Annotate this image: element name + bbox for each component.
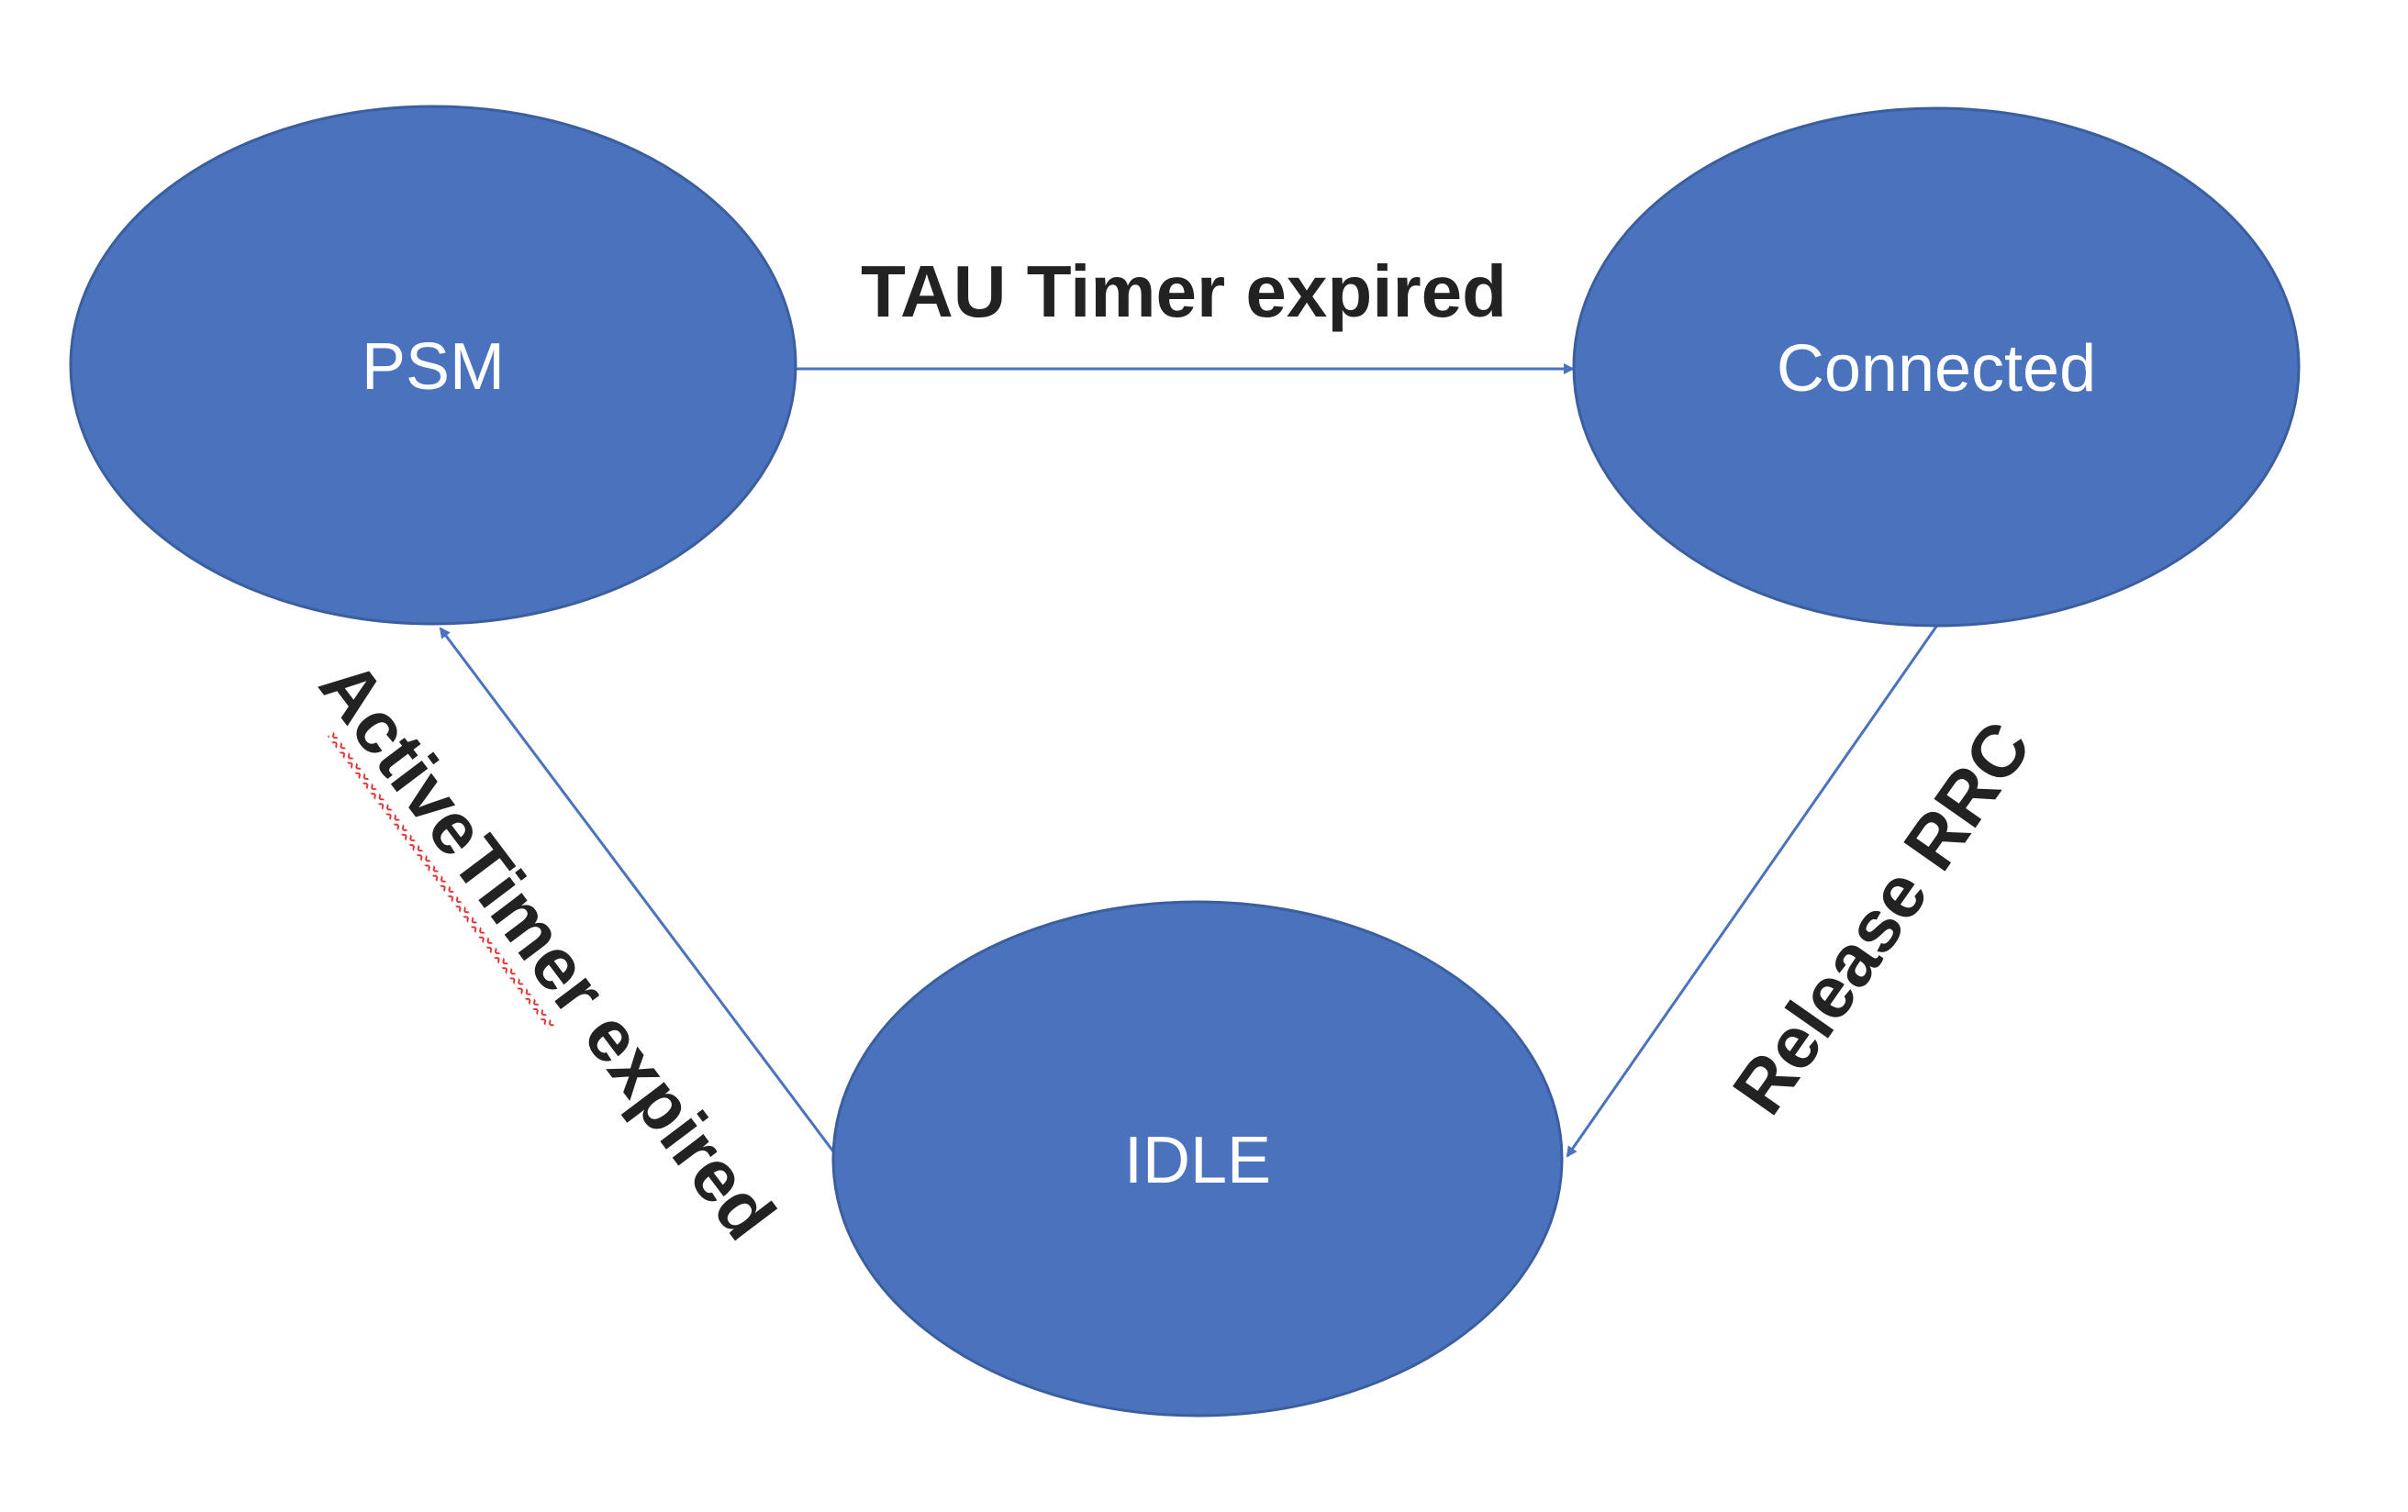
edge-label-tau-timer-expired: TAU Timer expired bbox=[861, 250, 1507, 332]
edge-connected-to-idle bbox=[1566, 623, 1940, 1158]
node-idle-label: IDLE bbox=[1124, 1124, 1271, 1197]
node-connected-label: Connected bbox=[1777, 332, 2096, 406]
edge-label-active-timer-expired: ActiveTimer expired bbox=[304, 646, 790, 1254]
edge-label-release-rrc-group: Release RRC bbox=[1717, 707, 2046, 1128]
spellcheck-underline bbox=[327, 731, 554, 1030]
node-psm: PSM bbox=[69, 105, 797, 626]
node-connected: Connected bbox=[1572, 106, 2301, 628]
edge-idle-to-psm bbox=[439, 627, 835, 1152]
edge-label-active-timer-group: ActiveTimer expired bbox=[304, 646, 790, 1254]
edge-label-release-rrc: Release RRC bbox=[1717, 707, 2046, 1128]
node-psm-label: PSM bbox=[362, 330, 505, 404]
node-idle: IDLE bbox=[831, 900, 1564, 1418]
